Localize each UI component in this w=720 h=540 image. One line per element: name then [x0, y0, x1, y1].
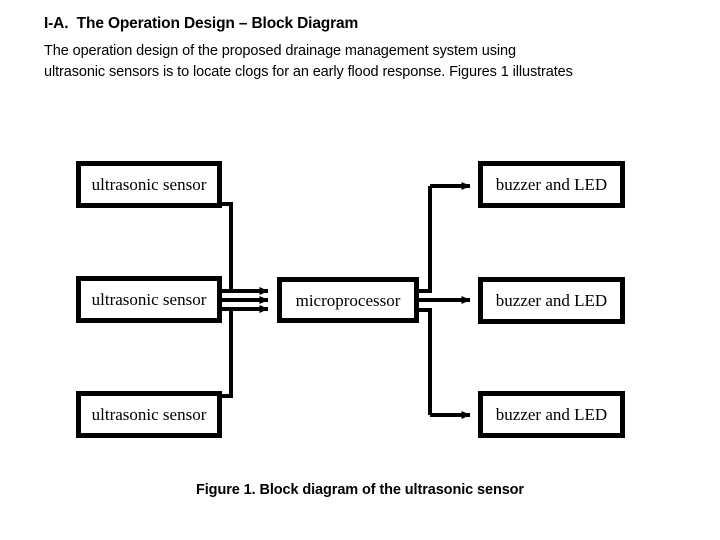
block-node-buzzer-2: buzzer and LED: [478, 277, 625, 324]
edge-microprocessor-to-buzzer1: [417, 182, 471, 293]
block-node-buzzer-1: buzzer and LED: [478, 161, 625, 208]
block-node-sensor-1: ultrasonic sensor: [76, 161, 222, 208]
block-node-microprocessor: microprocessor: [277, 277, 419, 323]
edge-sensor3-to-microprocessor: [219, 305, 269, 398]
block-node-label: buzzer and LED: [495, 291, 608, 310]
block-node-label: microprocessor: [295, 290, 401, 310]
paragraph-line-2: ultrasonic sensors is to locate clogs fo…: [44, 64, 573, 80]
block-node-sensor-3: ultrasonic sensor: [76, 391, 222, 438]
figure-caption: Figure 1. Block diagram of the ultrasoni…: [196, 482, 524, 498]
block-node-label: ultrasonic sensor: [91, 290, 207, 309]
page-title: I-A. The Operation Design – Block Diagra…: [44, 15, 359, 32]
edge-sensor1-to-microprocessor: [219, 202, 269, 295]
block-node-buzzer-3: buzzer and LED: [478, 391, 625, 438]
block-node-sensor-2: ultrasonic sensor: [76, 276, 222, 323]
intro-paragraph: The operation design of the proposed dra…: [44, 41, 684, 83]
block-node-label: buzzer and LED: [495, 175, 608, 194]
block-node-label: ultrasonic sensor: [91, 175, 207, 194]
block-node-label: buzzer and LED: [495, 405, 608, 424]
edge-microprocessor-to-buzzer3: [417, 308, 471, 419]
block-node-label: ultrasonic sensor: [91, 405, 207, 424]
paragraph-line-1: The operation design of the proposed dra…: [44, 43, 516, 59]
